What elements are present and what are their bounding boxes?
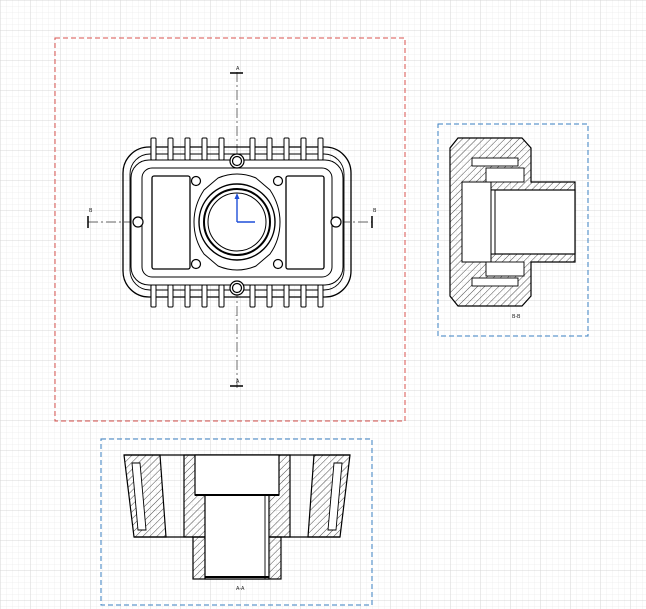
bottom-view-frame[interactable] xyxy=(100,438,373,606)
front-view[interactable]: A A B B xyxy=(54,37,406,422)
marker-bottom-label: A xyxy=(236,379,240,385)
side-view-frame[interactable] xyxy=(437,123,589,337)
side-view-label: B-B xyxy=(512,314,521,320)
section-marker-top[interactable]: A xyxy=(230,66,243,74)
bore-middle-circle xyxy=(203,188,271,256)
left-port[interactable] xyxy=(151,175,191,270)
side-section-view[interactable]: B-B xyxy=(437,123,589,337)
body-outline[interactable] xyxy=(122,146,352,298)
bottom-bore-lower[interactable] xyxy=(204,494,270,580)
section-marker-bottom[interactable]: A xyxy=(230,379,243,387)
coordinate-axis xyxy=(234,193,255,223)
front-view-frame[interactable] xyxy=(54,37,406,422)
side-bore[interactable] xyxy=(490,189,576,255)
bottom-view-label: A-A xyxy=(236,586,245,592)
section-marker-left[interactable]: B xyxy=(87,208,93,228)
side-bore-wall xyxy=(490,189,496,255)
bolt-holes[interactable] xyxy=(132,153,342,296)
bottom-section-view[interactable]: A-A xyxy=(100,438,373,606)
side-fin-grooves xyxy=(471,157,525,287)
marker-left-label: B xyxy=(89,208,93,214)
bottom-right-gap xyxy=(327,462,343,531)
bottom-left-gap xyxy=(131,462,147,531)
marker-right-label: B xyxy=(373,208,377,214)
right-port[interactable] xyxy=(285,175,325,270)
marker-top-label: A xyxy=(236,66,240,72)
cooling-fins xyxy=(150,137,324,308)
front-view-caption: ⁻ xyxy=(235,314,238,320)
section-marker-right[interactable]: B xyxy=(371,208,377,228)
side-left-cavity xyxy=(461,181,492,263)
bottom-bore-top[interactable] xyxy=(194,454,280,496)
